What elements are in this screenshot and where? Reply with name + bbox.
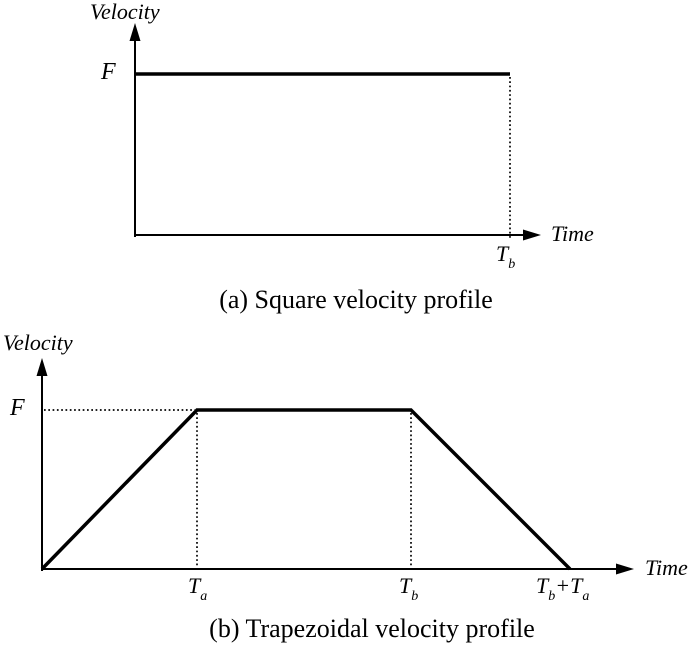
chart-a-y-axis-label: Velocity — [90, 0, 160, 24]
chart-b-tick-ta: Ta — [188, 573, 207, 604]
chart-b-tick-tbta: Tb+Ta — [536, 573, 589, 604]
chart-a-tick-tb: Tb — [496, 241, 515, 272]
chart-a-tick-tb-sub: b — [508, 257, 516, 273]
chart-b-x-axis-arrowhead-icon — [616, 563, 634, 575]
chart-b-tick-tbta-sub1: b — [548, 589, 556, 605]
chart-b-y-axis-label: Velocity — [3, 330, 73, 355]
chart-a-peak-label: F — [101, 59, 116, 85]
chart-b-peak-label: F — [10, 395, 25, 421]
chart-a-lines — [129, 23, 541, 241]
chart-b-tick-tbta-plus: + — [555, 573, 571, 598]
chart-b-tick-tb-sub: b — [411, 589, 419, 605]
chart-b-y-axis-arrowhead-icon — [36, 358, 48, 376]
chart-b-tick-tb-base: T — [399, 573, 412, 598]
chart-a-caption: (a) Square velocity profile — [219, 285, 493, 314]
chart-b-tick-tbta-base2: T — [570, 573, 583, 598]
chart-a-x-axis-label: Time — [551, 221, 594, 246]
chart-a-x-axis-arrowhead-icon — [523, 229, 541, 241]
chart-b-tick-tbta-base1: T — [536, 573, 549, 598]
chart-b-tick-ta-sub: a — [200, 589, 208, 605]
chart-b-profile-line — [40, 408, 572, 571]
chart-a-y-axis-arrowhead-icon — [129, 23, 141, 41]
chart-b-caption: (b) Trapezoidal velocity profile — [209, 614, 535, 643]
chart-a-tick-tb-base: T — [496, 241, 509, 266]
chart-b-tick-tbta-sub2: a — [582, 589, 590, 605]
chart-b-x-axis-label: Time — [645, 555, 688, 580]
chart-b-tick-ta-base: T — [188, 573, 201, 598]
chart-b-lines — [36, 358, 634, 575]
chart-b-tick-tb: Tb — [399, 573, 418, 604]
